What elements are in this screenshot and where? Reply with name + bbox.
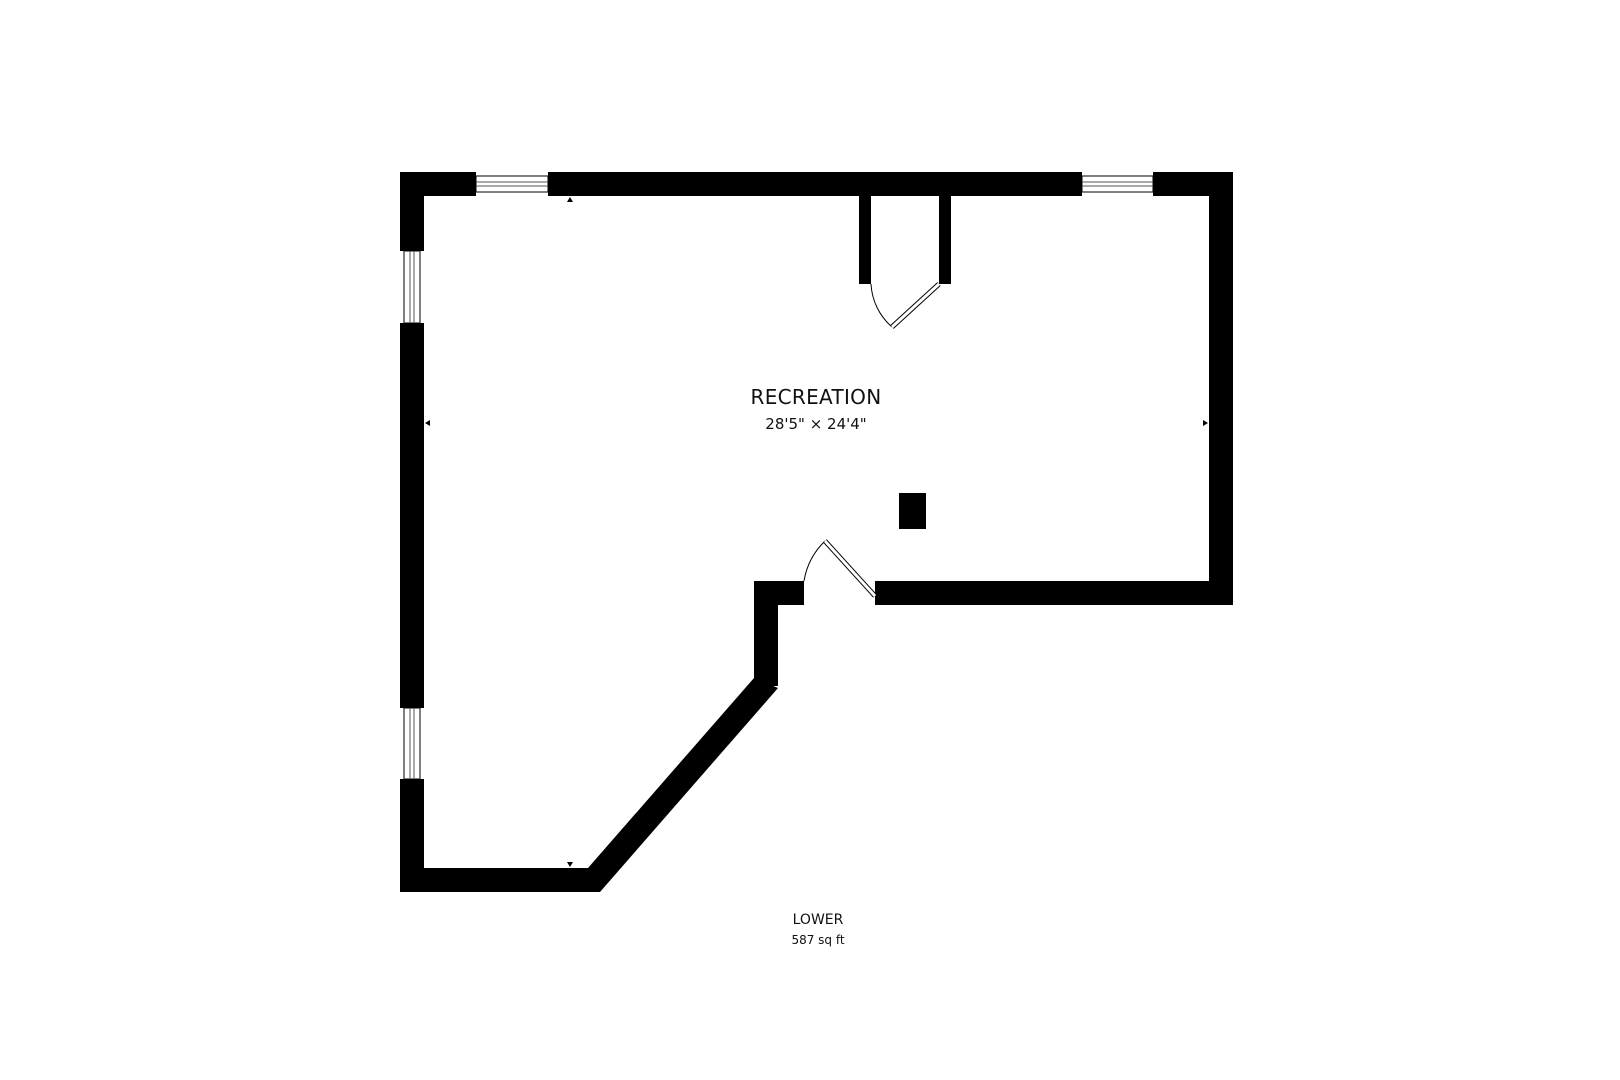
window-left-upper — [403, 250, 421, 324]
closet-wall-left — [859, 196, 871, 284]
window-top-left — [475, 175, 549, 193]
angled-wall — [588, 678, 778, 892]
windows — [403, 175, 1154, 780]
inner-wall-stub — [754, 581, 804, 605]
walls — [400, 172, 1233, 892]
left-wall-middle — [400, 323, 424, 708]
floor-name: LOWER — [793, 912, 844, 928]
dimension-markers — [425, 197, 1208, 867]
bottom-wall — [400, 868, 600, 892]
doors — [803, 282, 941, 598]
floor-area: 587 sq ft — [791, 933, 844, 947]
marker-bottom — [567, 862, 573, 867]
marker-top — [567, 197, 573, 202]
room-name: RECREATION — [751, 385, 882, 409]
closet-wall-left-foot — [859, 276, 871, 284]
marker-left — [425, 420, 430, 426]
closet-wall-right — [939, 196, 951, 284]
closet-door — [870, 282, 941, 329]
support-column — [899, 493, 926, 529]
top-wall-middle — [548, 172, 1082, 196]
window-left-lower — [403, 707, 421, 780]
lower-right-wall — [875, 581, 1233, 605]
window-top-right — [1081, 175, 1154, 193]
right-wall — [1209, 172, 1233, 605]
marker-right — [1203, 420, 1208, 426]
main-door — [803, 539, 877, 598]
room-dimensions: 28'5" × 24'4" — [765, 415, 866, 433]
left-wall-top — [400, 172, 424, 251]
